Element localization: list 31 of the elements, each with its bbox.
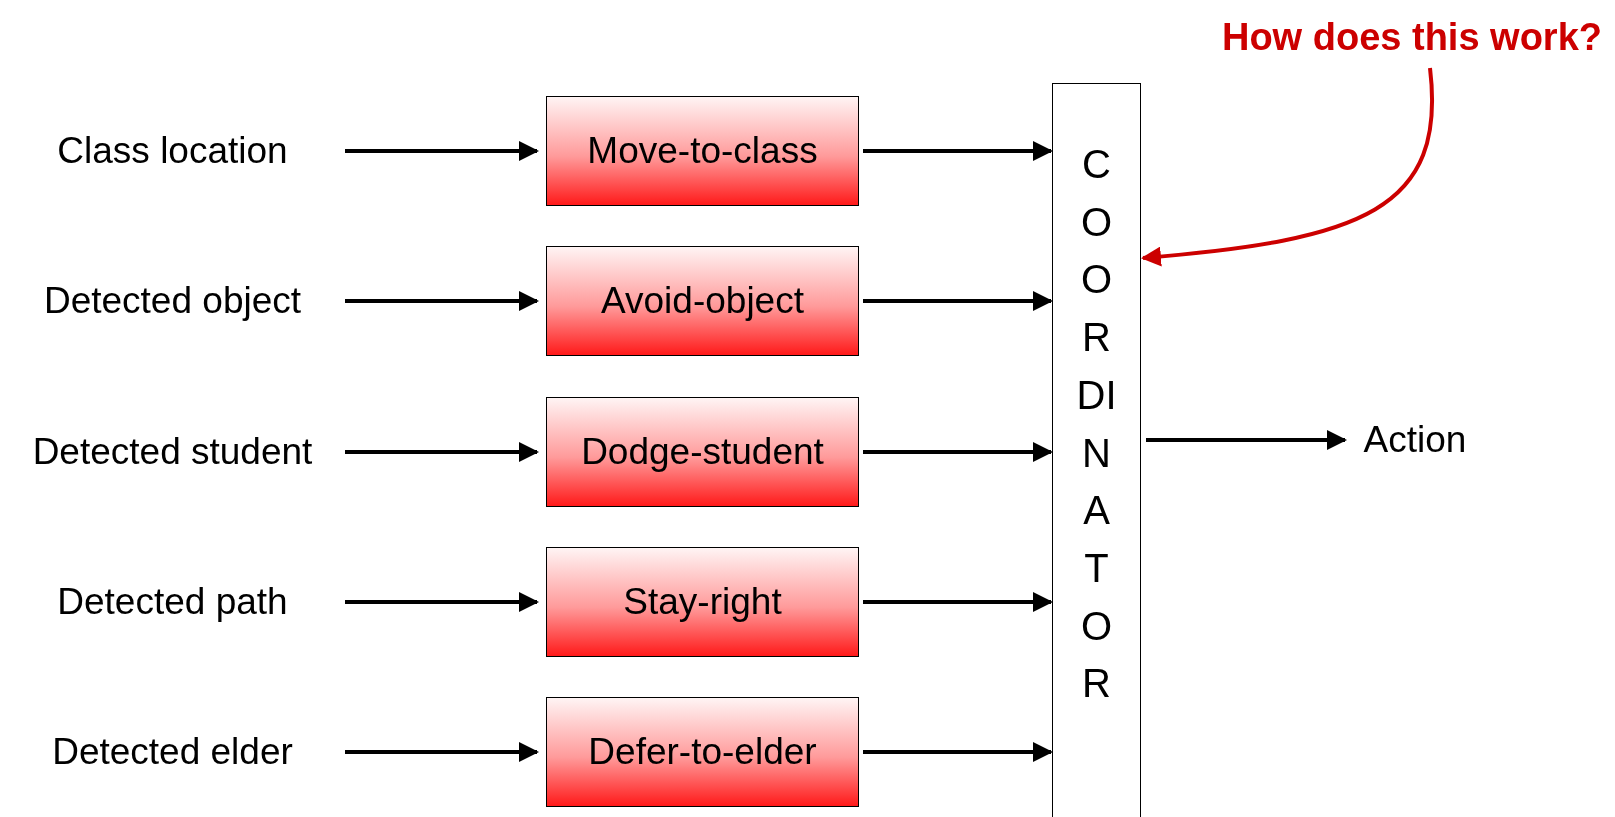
arrow xyxy=(345,592,539,612)
coordinator-box xyxy=(1052,83,1141,817)
behavior-box xyxy=(546,397,859,507)
input-label: Detected path xyxy=(57,581,288,623)
arrow xyxy=(863,141,1053,161)
arrow xyxy=(863,592,1053,612)
input-label: Detected student xyxy=(32,431,313,473)
box-label: Stay-right xyxy=(623,581,782,623)
arrow xyxy=(863,442,1053,462)
output-label: Action xyxy=(1363,419,1467,461)
behavior-box xyxy=(546,246,859,356)
arrow xyxy=(345,291,539,311)
arrow xyxy=(863,291,1053,311)
behavior-box xyxy=(546,697,859,807)
behavior-box xyxy=(546,547,859,657)
question-annotation: How does this work? xyxy=(1221,15,1602,59)
input-label: Detected object xyxy=(43,280,302,322)
vertical-label: COORDINATOR xyxy=(1076,141,1117,708)
input-label: Class location xyxy=(57,130,288,172)
arrow xyxy=(345,442,539,462)
box-label: Dodge-student xyxy=(581,431,824,473)
box-label: Move-to-class xyxy=(587,130,818,172)
arrow xyxy=(863,742,1053,762)
box-label: Defer-to-elder xyxy=(588,731,817,773)
arrow xyxy=(345,141,539,161)
box-label: Avoid-object xyxy=(601,280,804,322)
arrow xyxy=(1141,67,1435,267)
input-label: Detected elder xyxy=(52,731,293,773)
arrow xyxy=(1146,430,1347,450)
behavior-box xyxy=(546,96,859,206)
arrow xyxy=(345,742,539,762)
